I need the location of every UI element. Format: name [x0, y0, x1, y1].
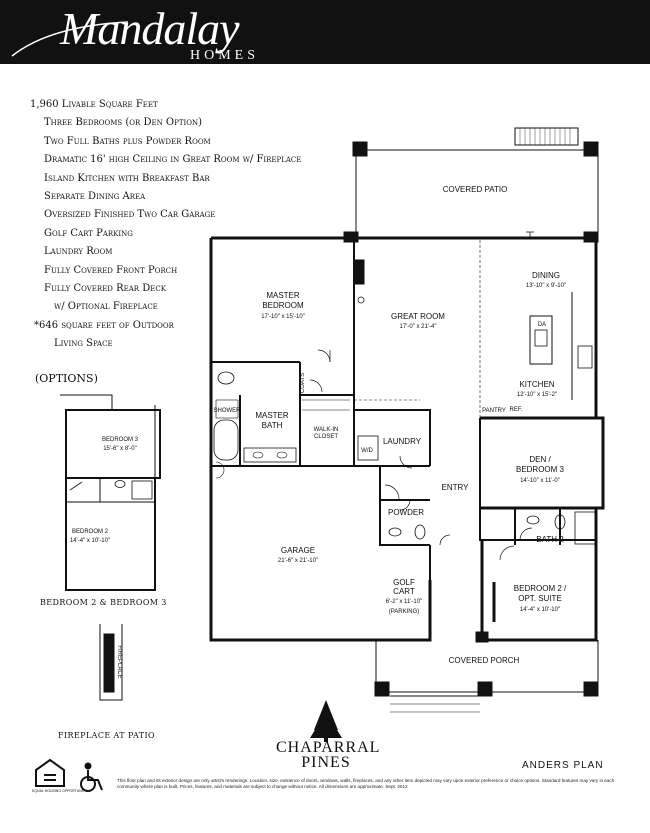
- feature-item: Separate Dining Area: [44, 191, 146, 203]
- label-dining: DINING: [532, 271, 560, 280]
- plan-name: ANDERS PLAN: [522, 760, 604, 771]
- label-da: DA: [538, 322, 546, 328]
- dims-bedroom2: 14'-4" x 10'-10": [520, 607, 560, 613]
- feature-item: Dramatic 16' high Ceiling in Great Room …: [44, 154, 302, 166]
- feature-item: *646 square feet of Outdoor: [34, 319, 174, 331]
- opt-fireplace-tag: FIREPLACE: [116, 645, 122, 678]
- feature-item: Oversized Finished Two Car Garage: [44, 209, 216, 221]
- label-wd: W/D: [361, 448, 373, 454]
- label-golf-cart: GOLF: [393, 578, 415, 587]
- feature-item: Two Full Baths plus Powder Room: [44, 135, 211, 147]
- feature-item: w/ Optional Fireplace: [54, 301, 158, 313]
- options-sink: [114, 480, 126, 488]
- label-master-bedroom-2: BEDROOM: [262, 301, 304, 310]
- options-title: (OPTIONS): [35, 372, 98, 385]
- label-covered-patio: COVERED PATIO: [443, 185, 508, 194]
- label-shower: SHOWER: [214, 408, 242, 414]
- label-den: DEN /: [529, 455, 551, 464]
- feature-item: Golf Cart Parking: [44, 227, 133, 239]
- caption-fireplace-patio: FIREPLACE AT PATIO: [58, 731, 156, 740]
- label-kitchen: KITCHEN: [519, 380, 554, 389]
- label-garage: GARAGE: [281, 546, 315, 555]
- opt-label-bedroom2: BEDROOM 2: [72, 529, 109, 535]
- opt-dims-bedroom3: 15'-6" x 8'-0": [103, 446, 137, 452]
- dims-dining: 13'-10" x 9'-10": [526, 283, 566, 289]
- dims-master-bedroom: 17'-10" x 15'-10": [261, 314, 305, 320]
- opt-dims-bedroom2: 14'-4" x 10'-10": [70, 538, 110, 544]
- label-master-bath-2: BATH: [262, 421, 283, 430]
- label-golf-cart-2: CART: [393, 587, 415, 596]
- label-bedroom2: BEDROOM 2 /: [514, 584, 567, 593]
- feature-item: Island Kitchen with Breakfast Bar: [44, 172, 210, 184]
- label-entry: ENTRY: [442, 483, 470, 492]
- brand-subtitle: HOMES: [190, 48, 260, 63]
- community-logo: CHAPARRAL PINES: [276, 739, 381, 771]
- feature-item: Fully Covered Rear Deck: [44, 283, 166, 295]
- label-great-room: GREAT ROOM: [391, 312, 445, 321]
- dims-kitchen: 12'-10" x 15'-2": [517, 392, 557, 398]
- label-laundry: LAUNDRY: [383, 437, 422, 446]
- dims-garage: 21'-6" x 21'-10": [278, 558, 318, 564]
- options-plan: [60, 394, 161, 591]
- community-name-1: CHAPARRAL: [276, 739, 381, 756]
- fireplace-detail: [99, 624, 123, 701]
- label-closet-2: CLOSET: [314, 434, 338, 440]
- feature-item: Living Space: [54, 338, 113, 350]
- opt-label-bedroom3: BEDROOM 3: [102, 437, 139, 443]
- label-coats: COATS: [300, 373, 306, 393]
- label-master-bedroom: MASTER: [266, 291, 300, 300]
- community-name-2: PINES: [301, 754, 351, 771]
- label-covered-porch: COVERED PORCH: [449, 656, 520, 665]
- dims-den: 14'-10" x 11'-0": [520, 478, 560, 484]
- feature-item: Laundry Room: [44, 246, 113, 258]
- dims-golf-cart: 6'-2" x 11'-10": [386, 599, 422, 605]
- label-powder: POWDER: [388, 508, 424, 517]
- label-pantry: PANTRY: [482, 408, 506, 414]
- label-den-2: BEDROOM 3: [516, 465, 565, 474]
- label-ref: REF.: [509, 407, 522, 413]
- label-closet: WALK-IN: [314, 427, 339, 433]
- label-bath2: BATH 2: [536, 535, 564, 544]
- feature-item: Fully Covered Front Porch: [44, 264, 178, 276]
- caption-bedroom-options: BEDROOM 2 & BEDROOM 3: [40, 598, 167, 607]
- equal-housing-icon: [35, 758, 65, 787]
- brand-logo: Mandalay: [60, 3, 240, 54]
- wheelchair-icon: [80, 762, 103, 792]
- brand-swoosh-icon: [11, 21, 129, 57]
- feature-item: 1,960 Livable Square Feet: [30, 99, 158, 110]
- feature-list: 1,960 Livable Square Feet Three Bedrooms…: [30, 96, 301, 354]
- dims-great-room: 17'-0" x 21'-4": [400, 324, 437, 330]
- label-bedroom2-2: OPT. SUITE: [518, 594, 562, 603]
- pine-tree-icon: [310, 700, 342, 742]
- equal-housing-label: EQUAL HOUSING OPPORTUNITY: [32, 789, 88, 793]
- header-banner: Mandalay HOMES: [0, 0, 650, 64]
- label-master-bath: MASTER: [255, 411, 289, 420]
- label-golf-note: (PARKING): [389, 609, 420, 615]
- options-tub: [131, 480, 153, 500]
- main-plan: [209, 127, 605, 713]
- footer-disclaimer: This floor plan and its exterior design …: [117, 778, 615, 790]
- feature-item: Three Bedrooms (or Den Option): [44, 117, 203, 129]
